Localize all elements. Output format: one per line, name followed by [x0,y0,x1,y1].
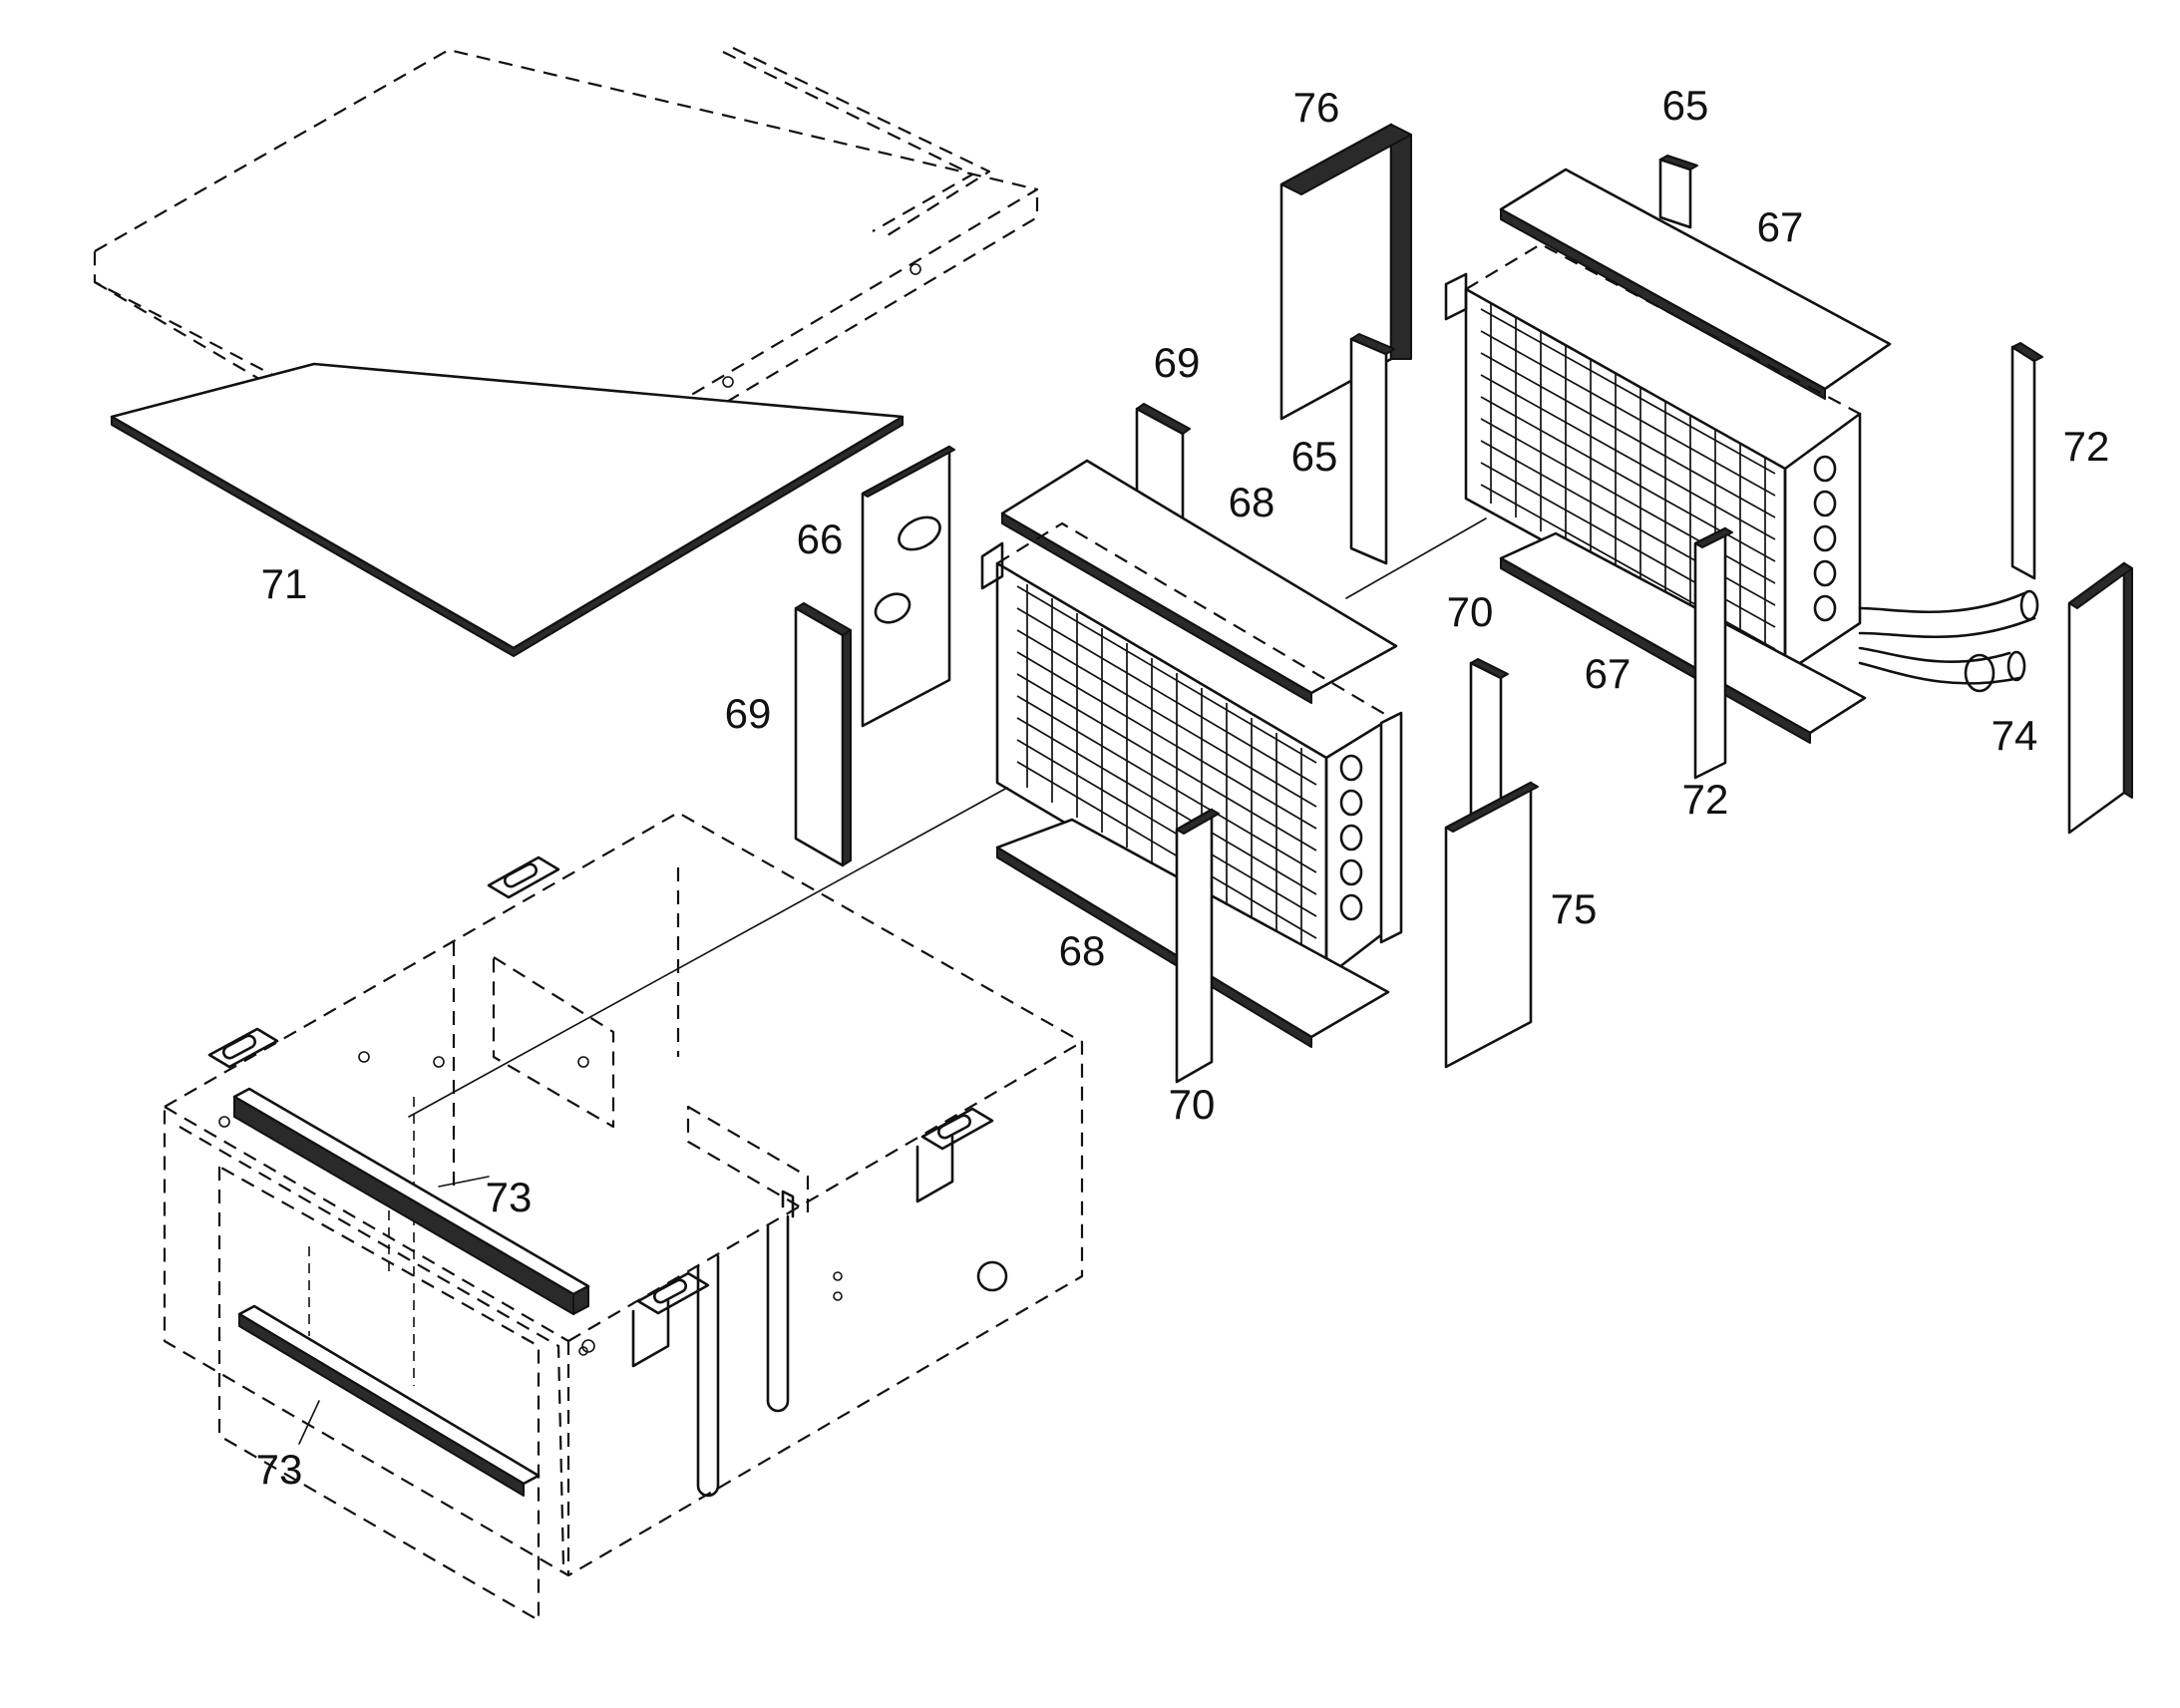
ref-65-top: 65 [1662,82,1709,129]
part-68-top-plate [1000,459,1398,704]
ref-67-bottom: 67 [1585,650,1632,697]
ref-65-mid: 65 [1291,433,1338,480]
ref-66: 66 [797,515,844,562]
ref-71: 71 [261,560,308,607]
ref-74: 74 [1992,712,2038,759]
ref-70-bottom: 70 [1169,1081,1216,1128]
part-75-plate [1444,781,1539,1069]
leader-lines [298,1176,490,1445]
mounting-tab [915,1107,994,1203]
part-74-block [2067,561,2133,835]
ref-69-left: 69 [725,690,772,737]
part-72-right-strip [2010,342,2043,580]
part-65-mid-strip [1349,333,1395,565]
ref-72-bottom: 72 [1682,776,1729,823]
mounting-tab [207,1027,279,1069]
part-69-left-strip [794,602,852,867]
ref-67-top: 67 [1757,203,1804,250]
part-71-sheet [110,362,905,657]
ref-68-bottom: 68 [1059,927,1106,974]
housing-box [163,811,1084,1622]
ref-69-top: 69 [1154,339,1201,386]
mounting-tab [487,855,560,899]
part-66-plate [861,445,955,728]
ref-73-mid: 73 [486,1174,533,1220]
ref-68-top: 68 [1229,479,1275,525]
mounting-tab [631,1271,710,1368]
part-73-upper-bar [232,1087,590,1315]
ref-76: 76 [1293,84,1340,131]
part-67-top-plate [1499,168,1892,400]
tube-ends-front [1339,754,1363,921]
part-72-bottom-strip [1693,526,1733,780]
part-74-tubes [1858,589,2039,693]
ref-72-right: 72 [2063,423,2110,470]
part-76-block [1279,123,1412,421]
ref-75: 75 [1551,885,1598,932]
reference-labels: 76 65 67 69 65 72 68 66 71 70 67 69 74 7… [256,82,2110,1493]
part-67-bottom-plate [1499,531,1867,744]
ref-73-bottom: 73 [256,1446,303,1493]
ref-70-mid: 70 [1447,588,1494,635]
part-73-lower-bar [237,1304,541,1497]
part-69-top-strip [1135,403,1191,525]
tube-ends-rear [1813,455,1837,622]
assembly-axis-lines [408,517,1487,1118]
part-65-top-strip [1658,155,1698,229]
part-70-bottom-strip [1175,808,1220,1084]
